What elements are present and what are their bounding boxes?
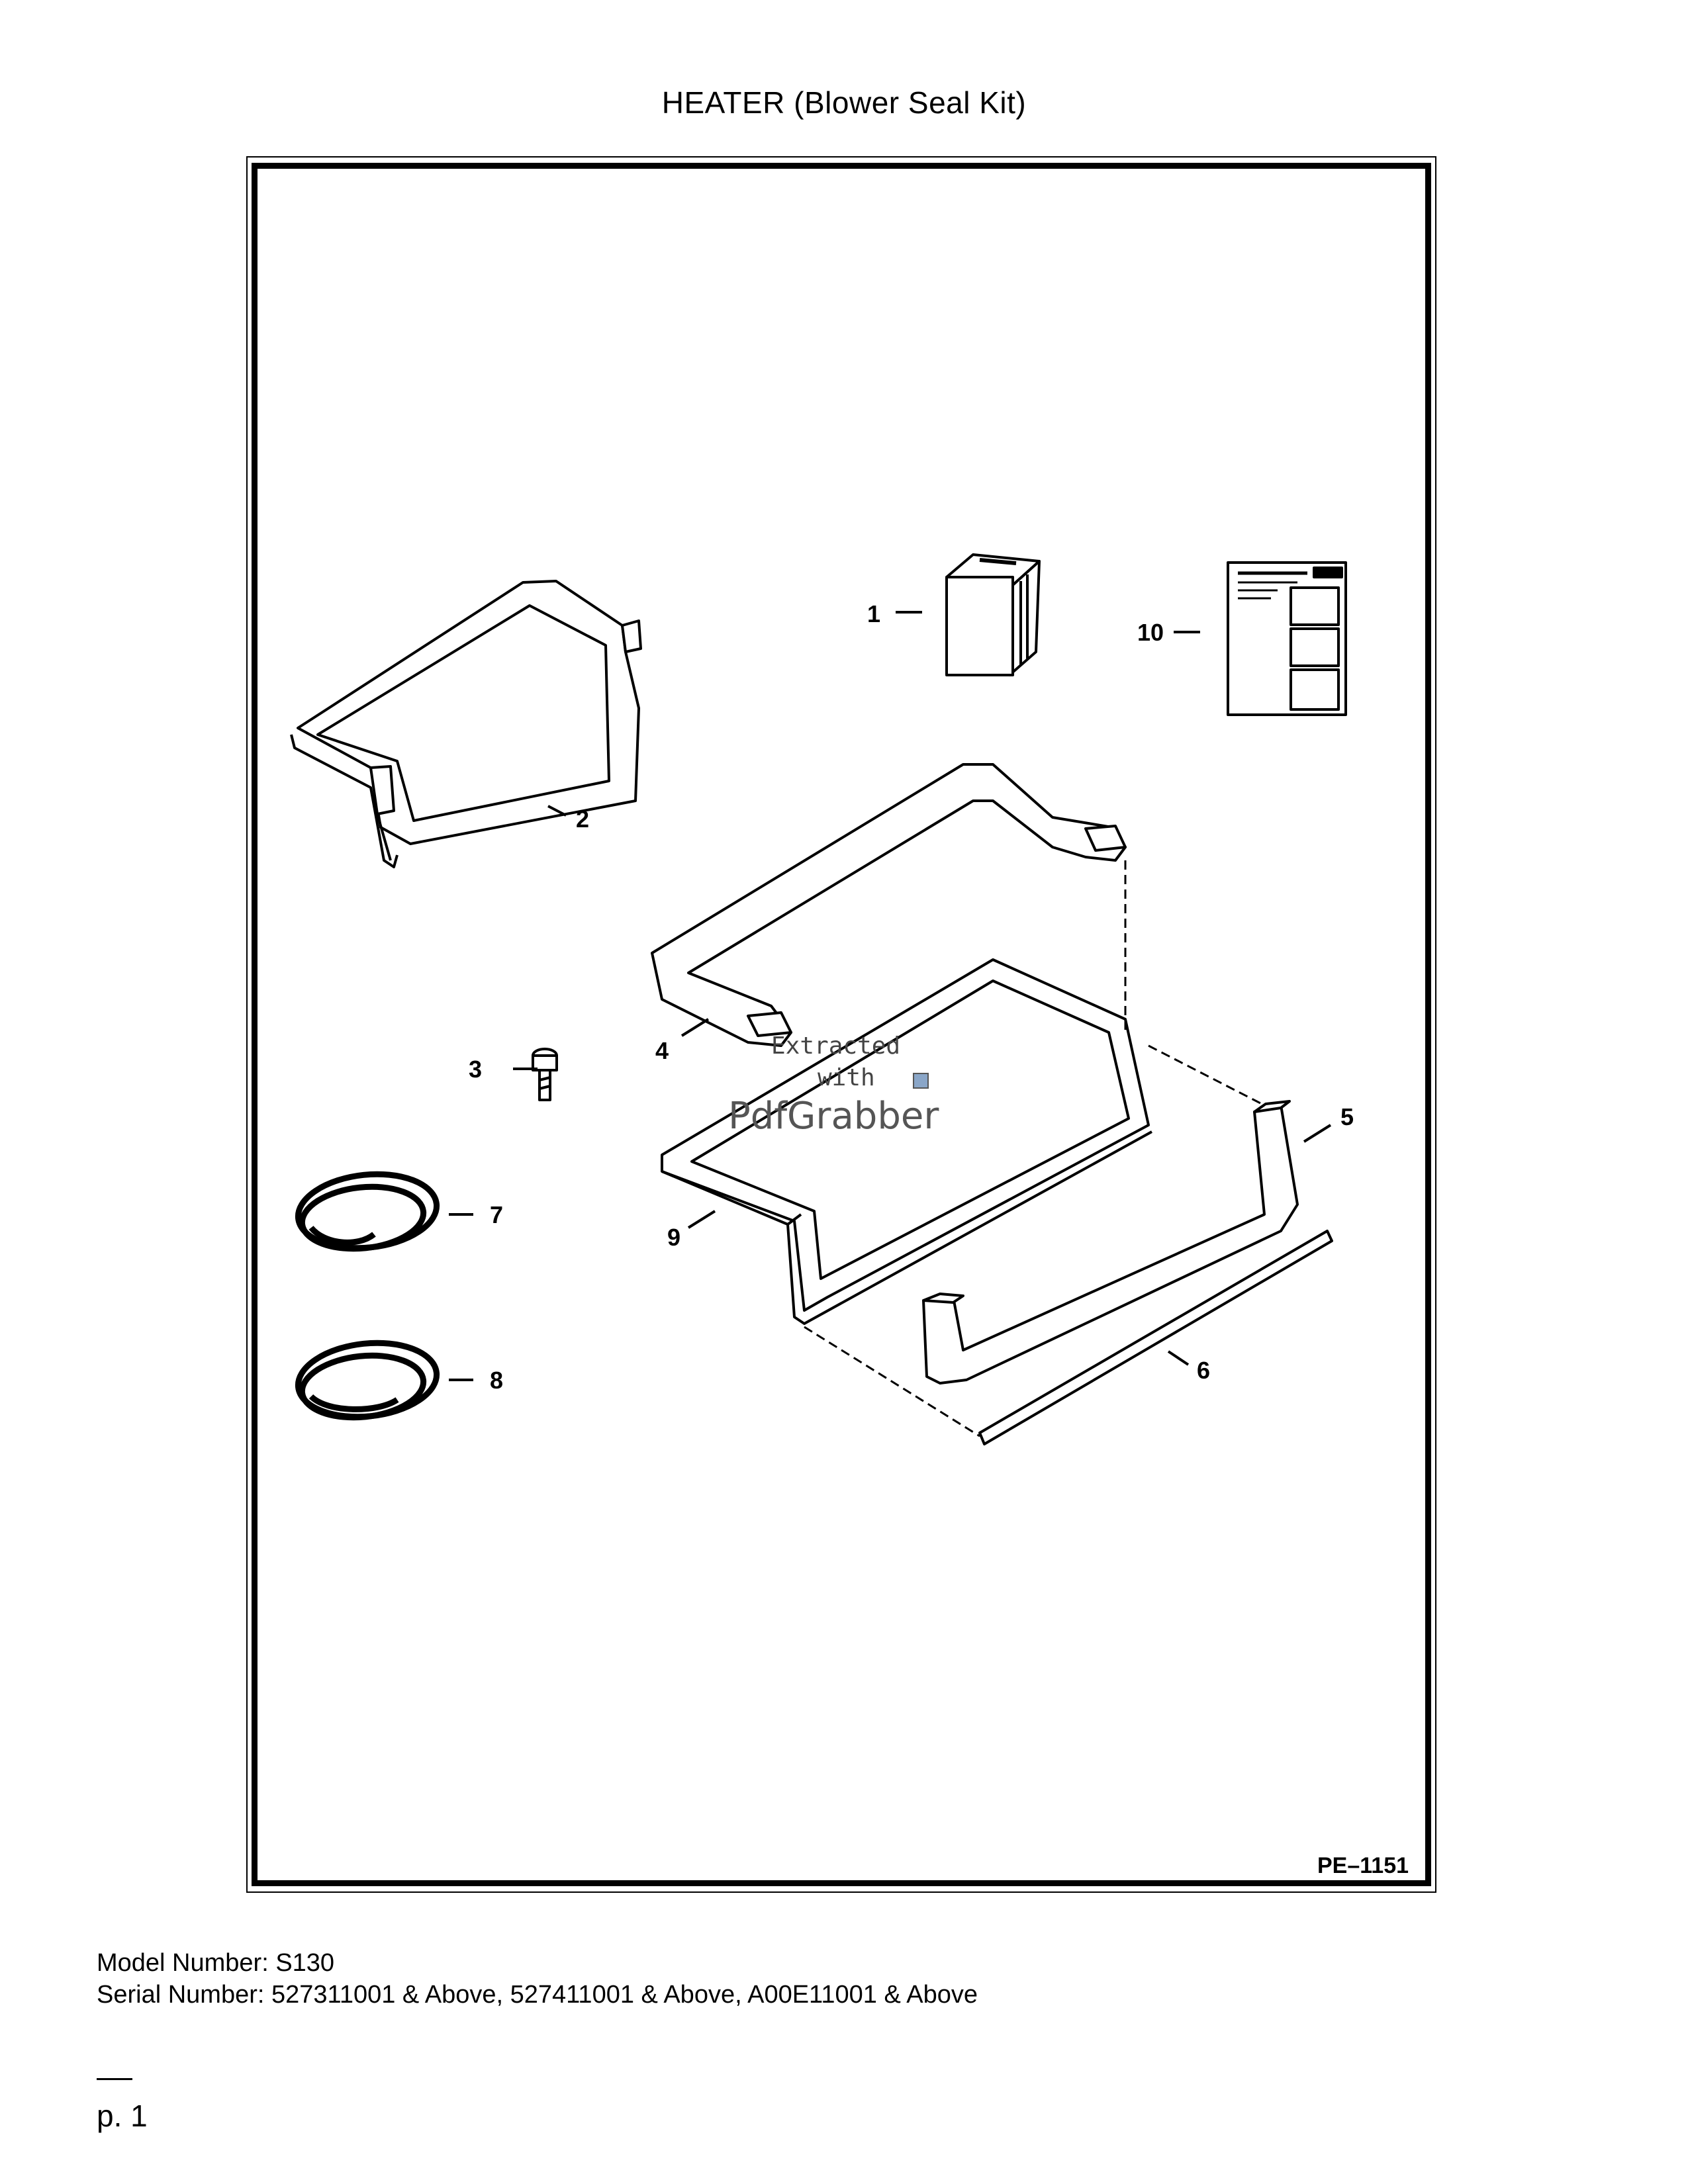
part-2-seal-frame — [290, 580, 642, 868]
watermark-line-3: PdfGrabber — [728, 1095, 939, 1138]
pdfgrabber-watermark: Extracted with PdfGrabber — [728, 1032, 939, 1138]
diagram-frame — [252, 163, 1431, 1886]
callout-9: 9 — [667, 1224, 680, 1251]
callout-3: 3 — [469, 1056, 482, 1083]
assembly-lines — [804, 860, 1265, 1437]
callout-6: 6 — [1197, 1357, 1210, 1384]
part-3-bolt — [532, 1048, 558, 1101]
figure-code: PE–1151 — [1317, 1853, 1409, 1878]
diagram-frame-outer — [246, 156, 1436, 1893]
callout-7: 7 — [490, 1201, 503, 1228]
part-8-seal-coil — [295, 1340, 440, 1421]
callout-2: 2 — [576, 805, 589, 833]
page-title: HEATER (Blower Seal Kit) — [661, 85, 1027, 120]
part-4-seal-frame — [651, 763, 1127, 1047]
part-9-seal-frame — [661, 958, 1152, 1325]
part-1-filter — [945, 553, 1041, 676]
callout-10: 10 — [1137, 619, 1164, 646]
watermark-line-2: with — [818, 1064, 875, 1091]
callout-1: 1 — [867, 600, 880, 627]
callout-5: 5 — [1340, 1103, 1354, 1130]
callout-4: 4 — [655, 1037, 669, 1064]
callout-8: 8 — [490, 1367, 503, 1394]
part-10-instruction-sheet — [1227, 561, 1347, 716]
page-number-rule — [97, 2078, 132, 2080]
part-7-seal-coil — [295, 1171, 440, 1252]
callout-leaders — [449, 611, 1332, 1381]
model-number: Model Number: S130 — [97, 1949, 335, 1977]
watermark-icon — [913, 1073, 929, 1089]
part-6-strip — [978, 1230, 1333, 1445]
serial-number: Serial Number: 527311001 & Above, 527411… — [97, 1981, 978, 2009]
page-number: p. 1 — [97, 2099, 148, 2133]
part-5-seal-frame — [922, 1100, 1299, 1385]
watermark-line-1: Extracted — [771, 1032, 900, 1060]
